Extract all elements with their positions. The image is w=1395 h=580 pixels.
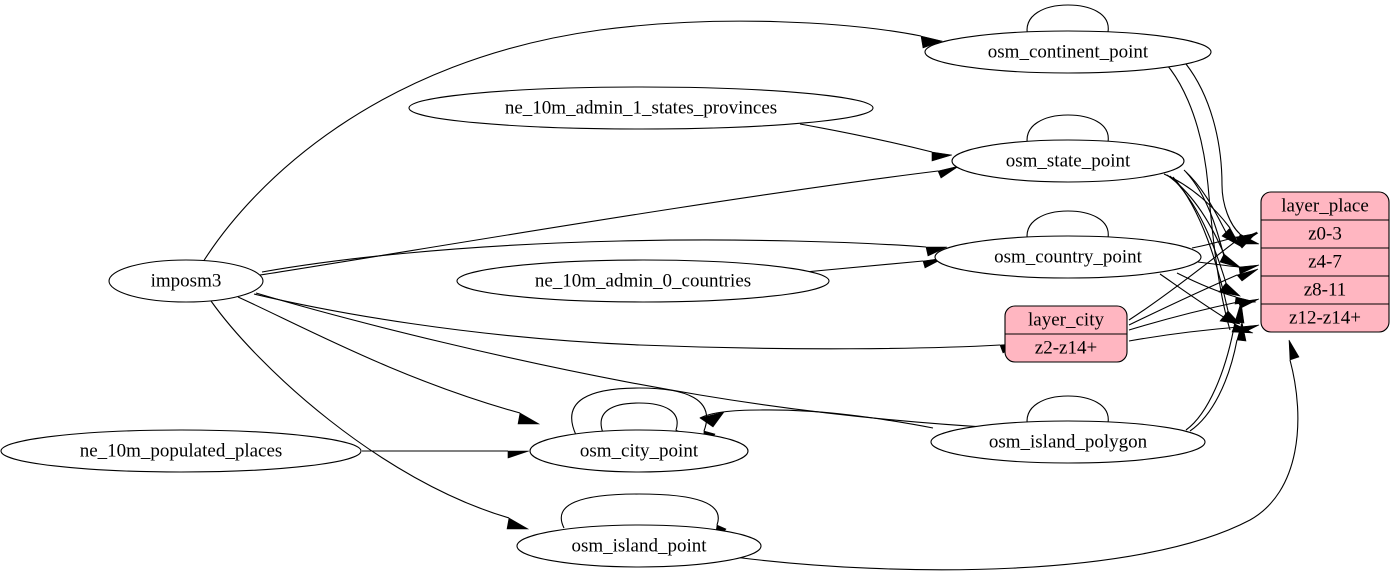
record-node-layer_place[interactable]: layer_place z0-3 z4-7 z8-11 z12-z14+: [1260, 191, 1390, 333]
record-row-layer_place-z0-3[interactable]: z0-3: [1308, 223, 1342, 244]
node-ne_10m_admin_0_countries[interactable]: ne_10m_admin_0_countries: [456, 259, 830, 303]
arrowhead-icon: [1237, 298, 1260, 309]
node-label-osm_island_polygon: osm_island_polygon: [989, 431, 1148, 452]
record-row-layer_city-z2-z14[interactable]: z2-z14+: [1035, 337, 1097, 358]
node-imposm3[interactable]: imposm3: [108, 259, 264, 303]
edge-osm_island_point-to-layer_place-z12-z14: [733, 359, 1299, 571]
node-shape-osm_island_polygon[interactable]: [930, 420, 1206, 464]
edge-imposm3-to-layer_city: [253, 293, 1001, 350]
node-osm_island_point[interactable]: osm_island_point: [516, 524, 762, 568]
arrowhead-icon: [1236, 321, 1247, 342]
node-shape-osm_continent_point[interactable]: [924, 30, 1212, 74]
edge-osm_country_point-to-layer_place-z0-3: [1191, 236, 1237, 249]
selfloop-osm_island_polygon: [1026, 395, 1109, 429]
node-label-osm_state_point: osm_state_point: [1006, 150, 1131, 171]
edge-imposm3-to-osm_state_point: [259, 170, 939, 276]
node-osm_city_point[interactable]: osm_city_point: [529, 429, 749, 473]
edge-layer_city-to-layer_place-z12-z14: [1128, 326, 1240, 342]
node-shape-ne_10m_populated_places[interactable]: [0, 429, 362, 473]
node-ne_10m_admin_1_states_provinces[interactable]: ne_10m_admin_1_states_provinces: [408, 86, 874, 130]
arrowhead-icon: [931, 151, 953, 162]
selfloop-osm_country_point: [1026, 210, 1109, 244]
record-node-layer_city[interactable]: layer_city z2-z14+: [1004, 305, 1128, 363]
arrowhead-icon: [506, 517, 530, 530]
edge-imposm3-to-osm_island_point: [210, 300, 510, 519]
edge-osm_state_point-to-layer_place-z12-z14: [1172, 176, 1229, 312]
node-label-osm_country_point: osm_country_point: [994, 246, 1142, 267]
arrowhead-icon: [1219, 310, 1241, 325]
node-osm_island_polygon[interactable]: osm_island_polygon: [930, 420, 1206, 464]
edge-osm_island_polygon-to-layer_place-z8-11: [1185, 321, 1236, 431]
edge-osm_state_point-to-layer_place-z8-11: [1169, 175, 1227, 284]
selfloop-osm_state_point: [1026, 114, 1109, 148]
edge-bundle-strand-c: [1149, 48, 1231, 331]
arrowhead-icon: [517, 412, 541, 425]
node-layer: imposm3 ne_10m_admin_1_states_provinces …: [0, 30, 1212, 568]
edge-osm_country_point-to-layer_place-z12-z14: [1159, 273, 1236, 325]
edge-osm_country_point-to-layer_place-z8-11: [1176, 272, 1237, 298]
selfloop-osm_island_point: [560, 493, 719, 529]
arrowhead-icon: [937, 165, 960, 179]
edge-layer_city-to-layer_place-z4-7: [1128, 274, 1238, 326]
node-label-ne_10m_admin_0_countries: ne_10m_admin_0_countries: [535, 270, 751, 291]
record-row-layer_place-z4-7[interactable]: z4-7: [1308, 251, 1342, 272]
edge-imposm3-to-osm_city_point: [237, 296, 521, 414]
node-ne_10m_populated_places[interactable]: ne_10m_populated_places: [0, 429, 362, 473]
selfloop-osm_continent_point: [1026, 4, 1109, 38]
edge-osm_state_point-to-layer_place-z0-3: [1163, 173, 1231, 229]
node-shape-osm_island_point[interactable]: [516, 524, 762, 568]
edge-osm_continent_point-to-layer_place-z0-3: [1185, 63, 1241, 235]
record-body-layer_place: [1260, 191, 1390, 333]
edge-osm_island_polygon-to-osm_city_point: [699, 409, 934, 429]
node-shape-osm_city_point[interactable]: [529, 429, 749, 473]
arrowhead-icon: [1235, 231, 1258, 249]
node-shape-osm_country_point[interactable]: [934, 235, 1202, 279]
node-shape-ne_10m_admin_0_countries[interactable]: [456, 259, 830, 303]
edge-imposm3-to-osm_country_point: [261, 239, 927, 273]
node-shape-ne_10m_admin_1_states_provinces[interactable]: [408, 86, 874, 130]
edge-ne_10m_admin_1_states_provinces-to-osm_state_point: [799, 123, 933, 153]
arrowhead-icon: [507, 450, 530, 459]
edge-osm_island_polygon-to-layer_place-z12-z14: [1189, 339, 1238, 432]
node-osm_state_point[interactable]: osm_state_point: [951, 139, 1185, 183]
arrowhead-icon: [1219, 253, 1242, 269]
edge-imposm3-to-osm_island_polygon: [255, 292, 1001, 429]
edge-imposm3-to-osm_continent_point: [202, 20, 922, 263]
edge-ne_10m_admin_0_countries-to-osm_country_point: [804, 260, 924, 273]
node-label-ne_10m_admin_1_states_provinces: ne_10m_admin_1_states_provinces: [505, 97, 777, 118]
node-label-osm_island_point: osm_island_point: [571, 535, 707, 556]
edge-layer_city-to-layer_place-z8-11: [1128, 301, 1239, 331]
arrowhead-icon: [925, 246, 948, 257]
arrowhead-icon: [1234, 301, 1245, 324]
node-osm_country_point[interactable]: osm_country_point: [934, 235, 1202, 279]
arrowhead-icon: [1236, 268, 1259, 282]
edge-osm_country_point-to-layer_place-z4-7: [1197, 261, 1240, 268]
node-label-ne_10m_populated_places: ne_10m_populated_places: [80, 440, 283, 461]
node-osm_continent_point[interactable]: osm_continent_point: [924, 30, 1212, 74]
record-row-layer_place-title: layer_place: [1281, 195, 1369, 216]
node-label-osm_continent_point: osm_continent_point: [988, 41, 1149, 62]
arrowhead-icon: [920, 35, 944, 49]
selfloop-osm_city_point-outer: [571, 387, 708, 436]
node-shape-imposm3[interactable]: [108, 259, 264, 303]
record-row-layer_place-z8-11[interactable]: z8-11: [1304, 279, 1347, 300]
record-row-layer_city-title: layer_city: [1028, 309, 1104, 330]
arrowhead-icon: [1238, 264, 1260, 275]
selfloop-osm_city_point-inner: [600, 402, 678, 434]
node-label-imposm3: imposm3: [151, 270, 222, 291]
node-shape-osm_state_point[interactable]: [951, 139, 1185, 183]
arrowhead-icon: [1288, 339, 1300, 361]
node-label-osm_city_point: osm_city_point: [580, 440, 699, 461]
record-row-layer_place-z12-z14[interactable]: z12-z14+: [1289, 307, 1361, 328]
